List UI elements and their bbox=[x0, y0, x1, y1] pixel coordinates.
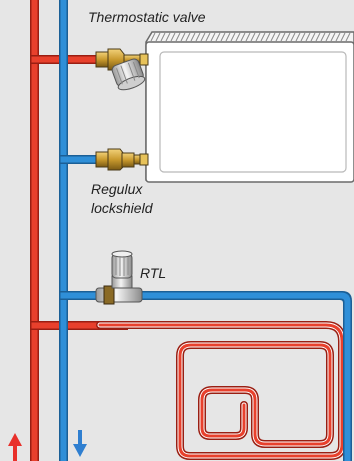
rtl-label: RTL bbox=[140, 265, 167, 281]
arrow-up-icon bbox=[8, 433, 22, 461]
underfloor-coil bbox=[96, 321, 346, 460]
return-pipes bbox=[59, 0, 352, 461]
regulux-lockshield bbox=[95, 148, 149, 171]
regulux-lockshield-label-line2: lockshield bbox=[91, 200, 153, 216]
thermostatic-valve-label: Thermostatic valve bbox=[88, 9, 206, 25]
radiator-fins bbox=[150, 32, 351, 42]
arrow-down-icon bbox=[73, 430, 87, 457]
thermostatic-valve bbox=[95, 48, 149, 91]
regulux-lockshield-label-line1: Regulux bbox=[91, 181, 143, 197]
radiator bbox=[145, 31, 354, 183]
rtl-valve bbox=[95, 250, 143, 305]
